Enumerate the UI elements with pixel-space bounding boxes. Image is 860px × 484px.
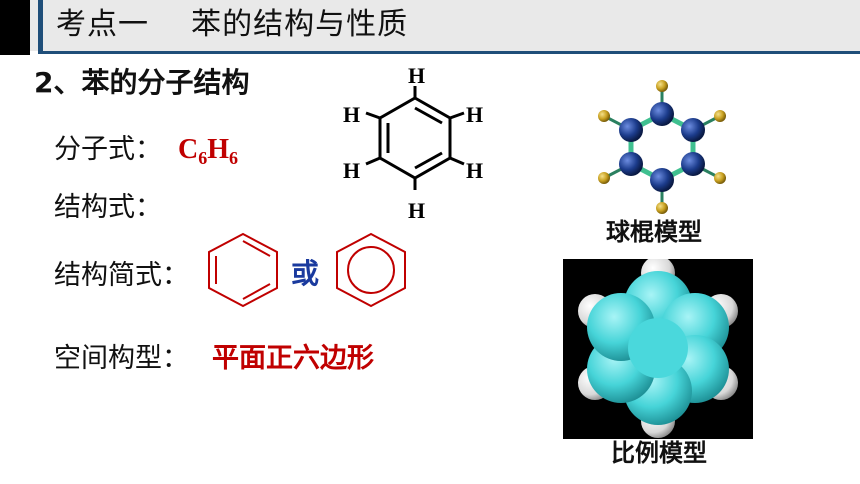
section-heading: 2、苯的分子结构	[34, 66, 250, 99]
h-atom-upper-right: H	[466, 102, 483, 127]
space-filling-caption: 比例模型	[611, 439, 707, 467]
h-atom-bottom: H	[408, 198, 425, 223]
title-block	[0, 0, 30, 55]
structural-formula-label: 结构式：	[54, 192, 162, 223]
benzene-ring-bonds	[365, 86, 465, 190]
ball-stick-caption: 球棍模型	[606, 218, 702, 246]
aromatic-hexagon-icon	[336, 232, 406, 308]
h-atom-top: H	[408, 63, 425, 88]
kekule-hexagon-icon	[208, 232, 278, 308]
formula-c: C	[178, 134, 199, 165]
h-atom-upper-left: H	[343, 102, 360, 127]
spatial-shape-label: 空间构型：	[54, 343, 189, 374]
ball-stick-model-image	[598, 80, 726, 214]
formula-h: H	[207, 134, 230, 165]
title-underline	[38, 51, 860, 54]
formula-h-sub: 6	[229, 148, 239, 168]
spatial-shape-value: 平面正六边形	[212, 343, 374, 374]
carbon-balls	[619, 102, 705, 192]
kekule-structure-diagram: H H H H H H	[343, 63, 483, 223]
or-word: 或	[291, 257, 320, 290]
space-filling-model-image	[563, 259, 753, 439]
molecular-formula-label: 分子式：	[54, 134, 162, 165]
title-accent	[38, 0, 43, 51]
h-atom-lower-right: H	[466, 158, 483, 183]
h-atom-lower-left: H	[343, 158, 360, 183]
molecular-formula: C6H6	[178, 132, 238, 176]
title-bar	[0, 0, 860, 51]
formula-c-sub: 6	[198, 148, 208, 168]
page-title: 考点一 苯的结构与性质	[56, 7, 409, 42]
simplified-formula-label: 结构简式：	[54, 260, 189, 291]
space-fill-carbons	[587, 271, 729, 425]
hydrogen-balls	[598, 80, 726, 214]
